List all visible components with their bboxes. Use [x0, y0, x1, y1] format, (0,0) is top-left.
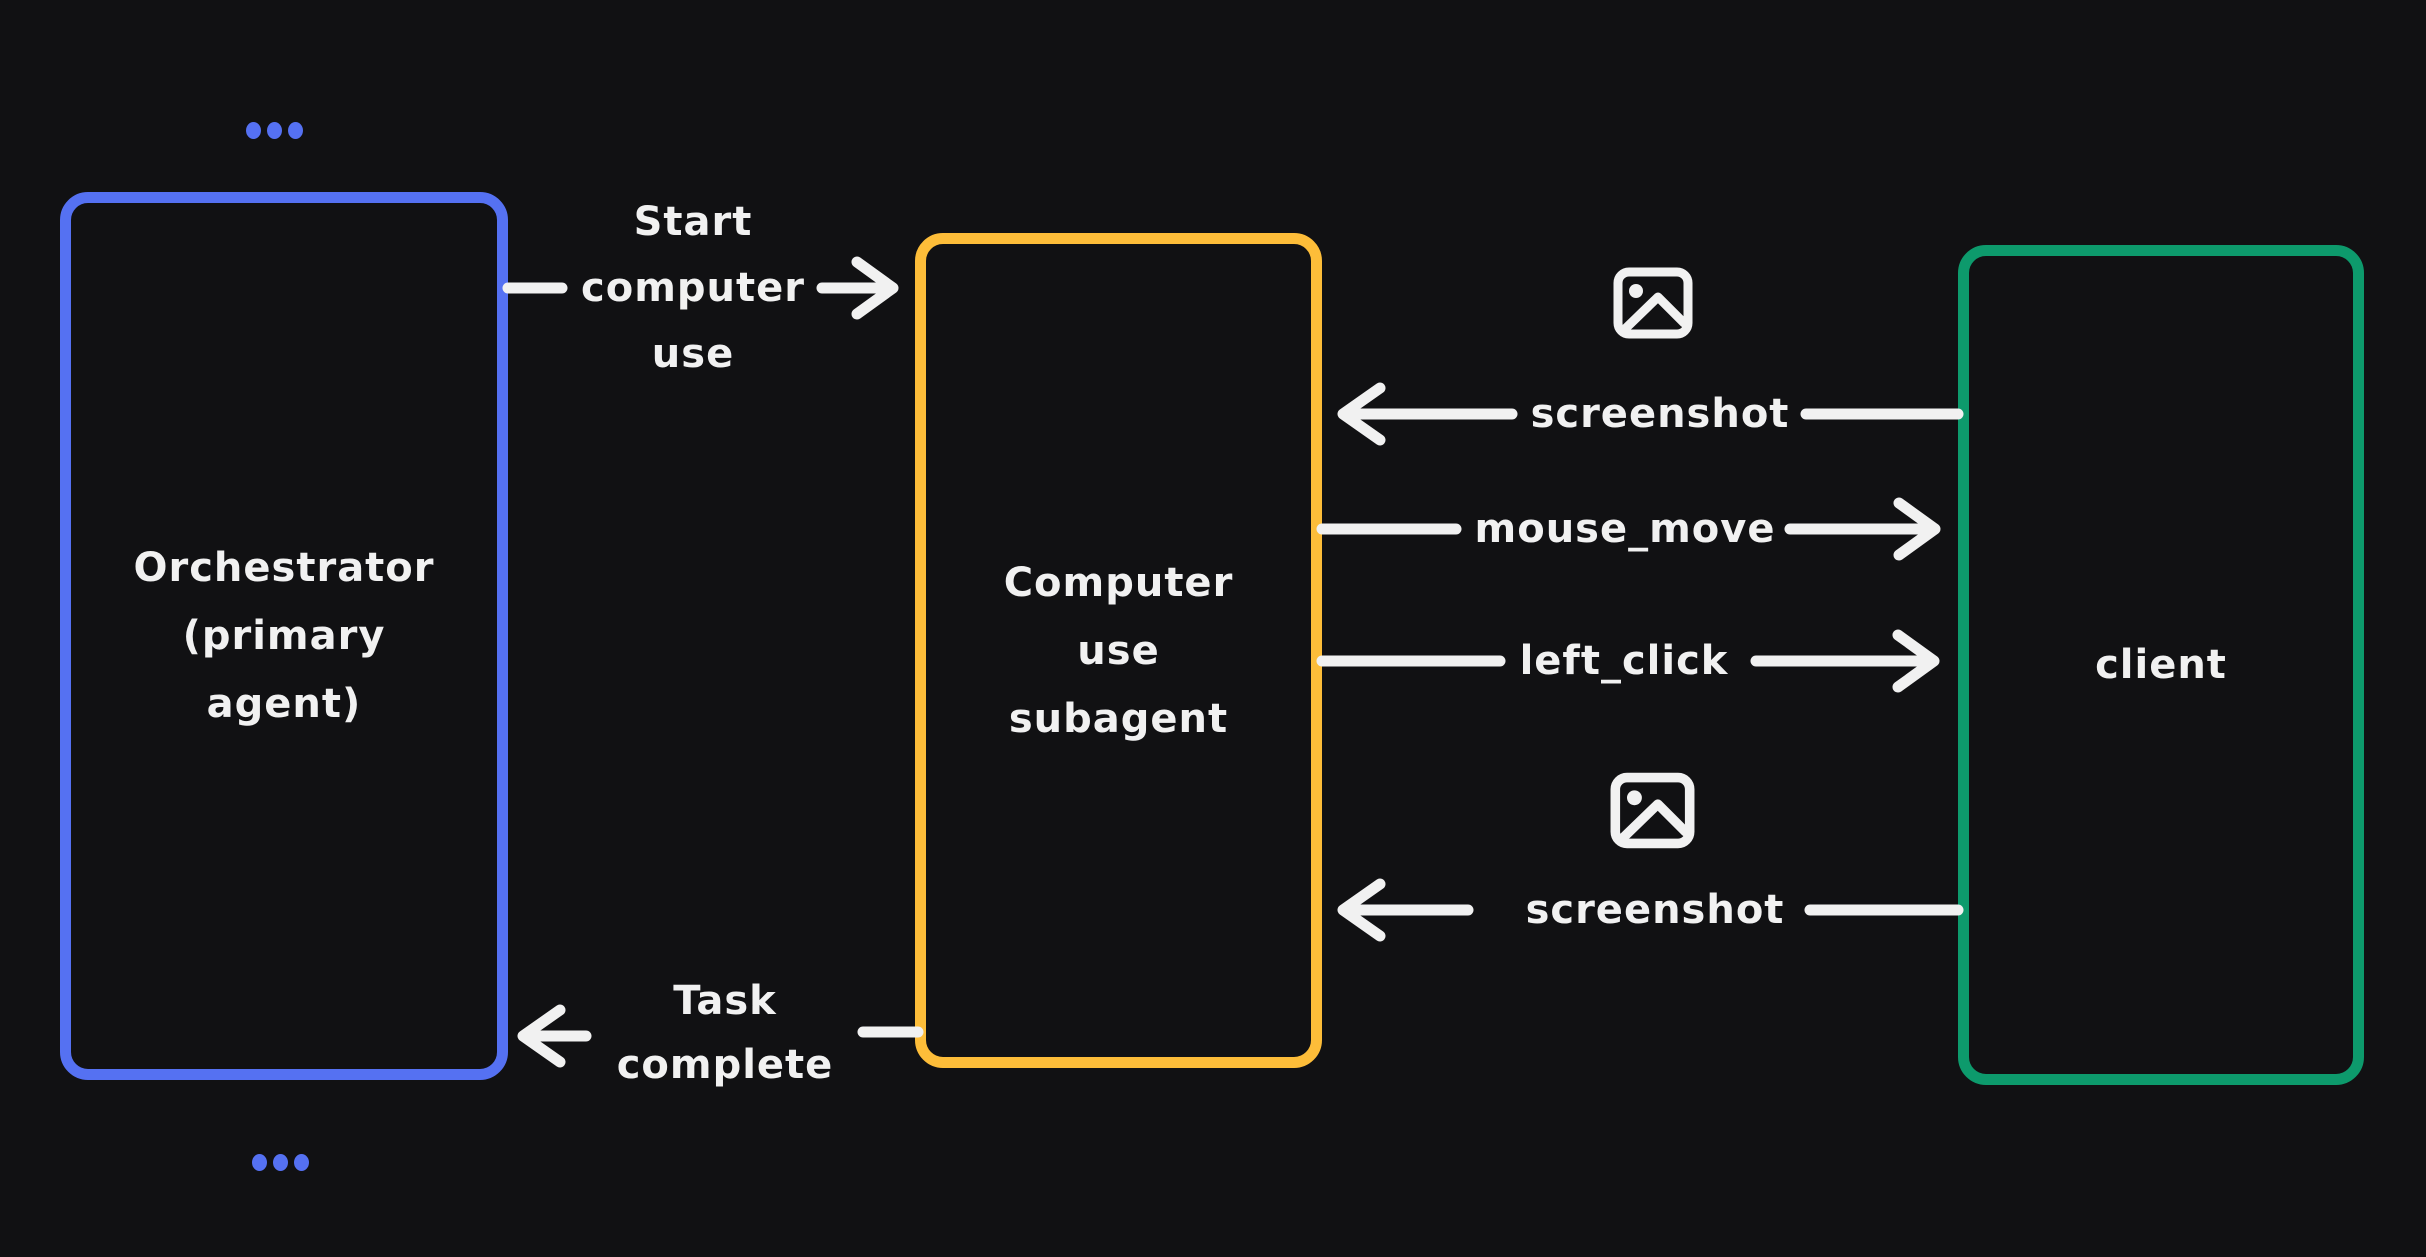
orchestrator-label: Orchestrator (primary agent): [133, 534, 434, 738]
dot: [252, 1154, 267, 1171]
mouse-move-label: mouse_move: [1474, 506, 1776, 552]
orchestrator-label-line: Orchestrator: [133, 545, 435, 591]
task-complete-label: Task complete: [545, 969, 905, 1097]
orchestrator-label-line: (primary: [182, 613, 386, 659]
left-click-label: left_click: [1519, 638, 1729, 684]
dot: [294, 1154, 309, 1171]
image-icon: [1613, 267, 1693, 339]
screenshot-bottom-label: screenshot: [1525, 887, 1785, 933]
ellipsis-icon: [246, 122, 303, 139]
image-icon: [1610, 772, 1695, 849]
dot: [246, 122, 261, 139]
client-box: client: [1958, 245, 2364, 1085]
image-icon-mountain: [1621, 292, 1689, 333]
dot: [273, 1154, 288, 1171]
client-label: client: [2095, 631, 2227, 699]
task-label-line: complete: [616, 1042, 834, 1088]
image-icon-dot: [1629, 284, 1643, 298]
orchestrator-box: Orchestrator (primary agent): [60, 192, 508, 1080]
left-click-arrowhead-right-icon: [1892, 629, 1940, 693]
image-icon-dot: [1627, 790, 1642, 806]
image-icon-mountain: [1619, 799, 1691, 842]
ellipsis-icon: [252, 1154, 309, 1171]
subagent-label-line: Computer: [1003, 559, 1234, 606]
start-computer-use-label: Start computer use: [513, 189, 873, 387]
task-arrowhead-left-icon: [517, 1004, 566, 1068]
task-label-line: Task: [673, 978, 777, 1024]
subagent-label: Computer use subagent: [1004, 549, 1234, 753]
start-label-line: computer: [581, 265, 805, 311]
image-icon-frame: [1613, 267, 1693, 339]
subagent-label-line: subagent: [1008, 695, 1229, 742]
start-arrowhead-right-icon: [851, 256, 899, 320]
dot: [288, 122, 303, 139]
subagent-box: Computer use subagent: [915, 233, 1322, 1068]
mouse-move-arrowhead-right-icon: [1893, 497, 1941, 561]
screenshot-top-label: screenshot: [1530, 391, 1790, 437]
client-label-line: client: [2095, 642, 2227, 688]
subagent-label-line: use: [1077, 627, 1160, 674]
image-icon-frame: [1610, 772, 1695, 849]
start-label-line: use: [651, 331, 735, 377]
orchestrator-label-line: agent): [206, 681, 362, 727]
start-label-line: Start: [633, 199, 753, 245]
screenshot-top-arrowhead-left-icon: [1337, 382, 1386, 446]
dot: [267, 122, 282, 139]
screenshot-bottom-arrowhead-left-icon: [1337, 878, 1386, 942]
